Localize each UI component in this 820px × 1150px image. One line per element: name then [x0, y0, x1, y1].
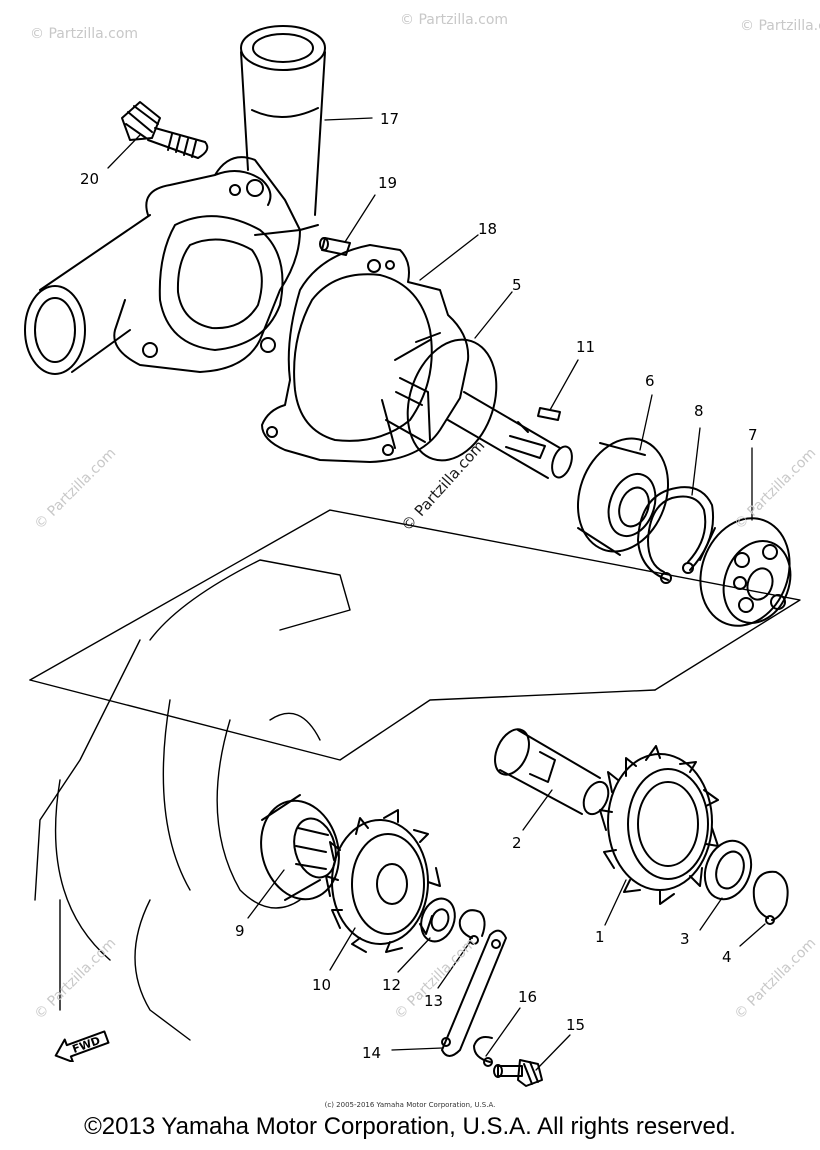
circlip-16 [473, 1036, 493, 1067]
callout-15: 15 [566, 1016, 585, 1034]
bolt-20 [121, 101, 209, 159]
pump-cover-17 [24, 25, 326, 375]
callout-7: 7 [748, 426, 758, 444]
callout-18: 18 [478, 220, 497, 238]
callout-20: 20 [80, 170, 99, 188]
oil-seal-6 [576, 437, 670, 556]
leader-lines [107, 117, 766, 1071]
bearing-9 [260, 794, 340, 901]
bolt-15 [493, 1059, 543, 1087]
copyright-footer: ©2013 Yamaha Motor Corporation, U.S.A. A… [84, 1113, 736, 1140]
small-copyright: (c) 2005-2016 Yamaha Motor Corporation, … [324, 1101, 496, 1109]
callout-2: 2 [512, 834, 522, 852]
circlip-4 [752, 870, 789, 925]
impeller-shaft-5 [381, 332, 573, 479]
gear-1 [599, 745, 719, 905]
callout-3: 3 [680, 930, 690, 948]
callout-10: 10 [312, 976, 331, 994]
watermark-text: © Partzilla.com [732, 445, 820, 533]
callout-12: 12 [382, 976, 401, 994]
crankcase-outline [29, 509, 801, 1041]
stopper-plate-14 [441, 929, 507, 1057]
washer-3 [703, 839, 753, 901]
circlip-13 [458, 909, 486, 945]
washer-12 [420, 897, 456, 943]
circlip-8 [637, 486, 714, 584]
fwd-arrow-icon: FWD [54, 1030, 110, 1062]
kick-shaft-2 [494, 728, 610, 816]
callout-14: 14 [362, 1044, 381, 1062]
callout-8: 8 [694, 402, 704, 420]
callout-13: 13 [424, 992, 443, 1010]
watermark-text: © Partzilla.com [32, 445, 120, 533]
gear-10 [325, 809, 441, 953]
key-11 [537, 407, 561, 421]
callout-19: 19 [378, 174, 397, 192]
callout-17: 17 [380, 110, 399, 128]
callout-11: 11 [576, 338, 595, 356]
dowel-pin-19 [319, 237, 351, 256]
watermark-text: © Partzilla.com [32, 935, 120, 1023]
gasket-18 [261, 244, 470, 463]
callout-labels: 17 20 19 18 5 11 6 8 7 2 9 1 3 4 10 12 1… [80, 110, 758, 1062]
callout-16: 16 [518, 988, 537, 1006]
watermark-text: © Partzilla.com [30, 26, 138, 42]
callout-5: 5 [512, 276, 522, 294]
callout-1: 1 [595, 928, 605, 946]
callout-6: 6 [645, 372, 655, 390]
callout-4: 4 [722, 948, 732, 966]
bearing-7 [699, 517, 792, 627]
fwd-label: FWD [71, 1034, 102, 1056]
watermark-text: © Partzilla.com [740, 18, 820, 34]
watermark-center: © Partzilla.com [398, 437, 489, 535]
callout-9: 9 [235, 922, 245, 940]
watermark-text: © Partzilla.com [732, 935, 820, 1023]
watermark-text: © Partzilla.com [400, 12, 508, 28]
